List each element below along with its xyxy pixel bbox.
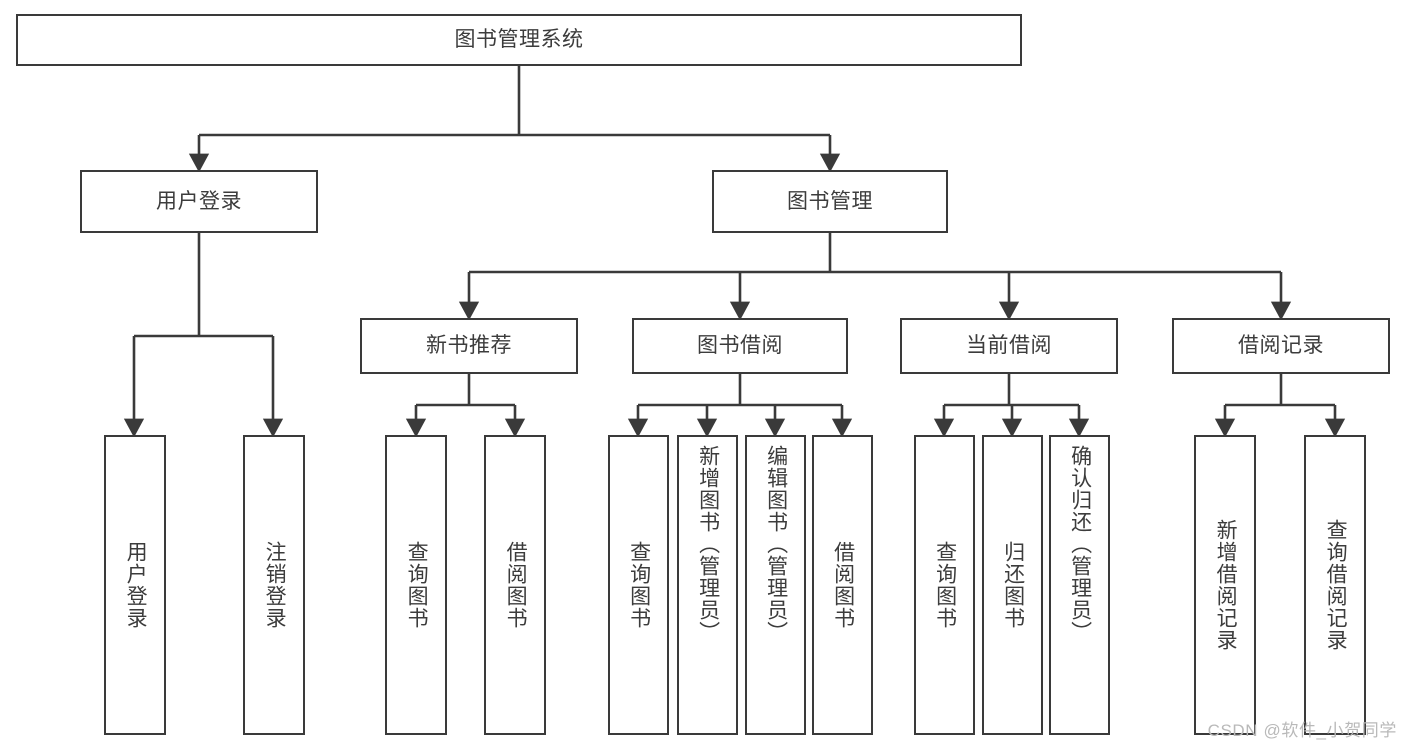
leaf-logout-label: 注销登录 xyxy=(263,541,287,629)
leaf-add-borrow-record[interactable]: 新增借阅记录 xyxy=(1194,435,1256,735)
node-book-borrow[interactable]: 图书借阅 xyxy=(632,318,848,374)
node-borrow-record[interactable]: 借阅记录 xyxy=(1172,318,1390,374)
leaf-borrow-book-label: 借阅图书 xyxy=(831,541,855,629)
leaf-user-login-label: 用户登录 xyxy=(124,541,148,629)
node-book-management[interactable]: 图书管理 xyxy=(712,170,948,233)
leaf-return-book[interactable]: 归还图书 xyxy=(982,435,1043,735)
leaf-query-book-borrow[interactable]: 查询图书 xyxy=(608,435,669,735)
leaf-query-book-recommend-label: 查询图书 xyxy=(405,541,429,629)
leaf-add-borrow-record-label: 新增借阅记录 xyxy=(1214,519,1238,651)
leaf-confirm-return-admin-label: 确认归还（管理员） xyxy=(1068,445,1092,643)
node-borrow-record-label: 借阅记录 xyxy=(1238,334,1324,358)
leaf-return-book-label: 归还图书 xyxy=(1001,541,1025,629)
leaf-borrow-book-recommend-label: 借阅图书 xyxy=(504,541,528,629)
node-user-login[interactable]: 用户登录 xyxy=(80,170,318,233)
leaf-edit-book-admin-label: 编辑图书（管理员） xyxy=(764,445,788,643)
leaf-query-book-recommend[interactable]: 查询图书 xyxy=(385,435,447,735)
node-book-management-label: 图书管理 xyxy=(787,189,873,213)
node-current-borrow-label: 当前借阅 xyxy=(966,334,1052,358)
leaf-query-book-current-label: 查询图书 xyxy=(933,541,957,629)
node-root[interactable]: 图书管理系统 xyxy=(16,14,1022,66)
leaf-query-book-borrow-label: 查询图书 xyxy=(627,541,651,629)
leaf-add-book-admin-label: 新增图书（管理员） xyxy=(696,445,720,643)
leaf-borrow-book-recommend[interactable]: 借阅图书 xyxy=(484,435,546,735)
leaf-query-book-current[interactable]: 查询图书 xyxy=(914,435,975,735)
node-book-borrow-label: 图书借阅 xyxy=(697,334,783,358)
leaf-borrow-book[interactable]: 借阅图书 xyxy=(812,435,873,735)
leaf-query-borrow-record[interactable]: 查询借阅记录 xyxy=(1304,435,1366,735)
node-new-book-recommend-label: 新书推荐 xyxy=(426,334,512,358)
leaf-add-book-admin[interactable]: 新增图书（管理员） xyxy=(677,435,738,735)
leaf-edit-book-admin[interactable]: 编辑图书（管理员） xyxy=(745,435,806,735)
leaf-user-login[interactable]: 用户登录 xyxy=(104,435,166,735)
node-current-borrow[interactable]: 当前借阅 xyxy=(900,318,1118,374)
node-new-book-recommend[interactable]: 新书推荐 xyxy=(360,318,578,374)
node-root-label: 图书管理系统 xyxy=(454,28,584,52)
leaf-logout[interactable]: 注销登录 xyxy=(243,435,305,735)
node-user-login-label: 用户登录 xyxy=(156,189,242,213)
leaf-query-borrow-record-label: 查询借阅记录 xyxy=(1324,519,1348,651)
leaf-confirm-return-admin[interactable]: 确认归还（管理员） xyxy=(1049,435,1110,735)
